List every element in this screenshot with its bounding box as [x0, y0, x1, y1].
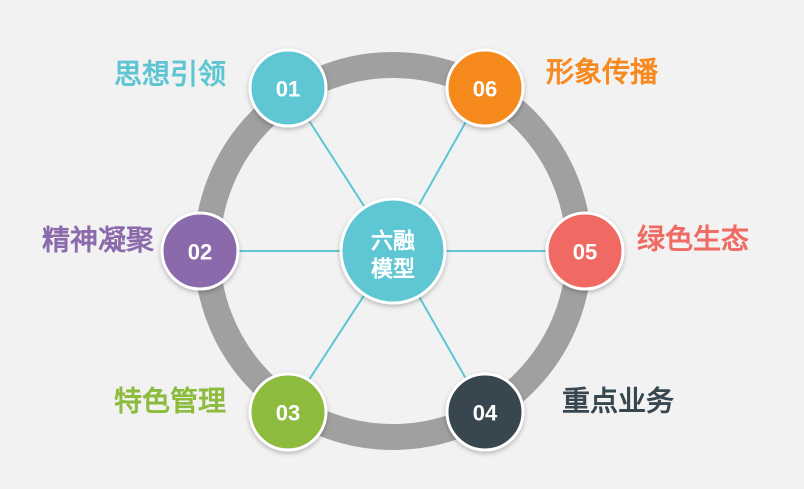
node-circle-04 [445, 372, 525, 452]
node-label-05: 绿色生态 [637, 223, 749, 256]
node-label-02: 精神凝聚 [42, 224, 155, 257]
node-circle-06 [445, 48, 525, 128]
node-number-05: 05 [573, 240, 597, 265]
node-circle-05 [545, 211, 625, 291]
center-hub: 六融 模型 [339, 197, 447, 305]
node-circle-03 [248, 372, 328, 452]
node-number-06: 06 [473, 77, 497, 102]
node-label-04: 重点业务 [562, 385, 674, 418]
node-number-01: 01 [276, 77, 300, 102]
node-circle-01 [248, 48, 328, 128]
node-04: 04 重点业务 [445, 372, 674, 452]
node-circle-02 [160, 211, 240, 291]
center-circle [339, 197, 447, 305]
node-02: 02 精神凝聚 [42, 211, 240, 291]
node-number-02: 02 [188, 240, 212, 265]
node-label-06: 形象传播 [546, 56, 659, 89]
node-03: 03 特色管理 [114, 372, 328, 452]
node-label-03: 特色管理 [114, 385, 226, 418]
node-01: 01 思想引领 [114, 48, 328, 128]
center-title-line2: 模型 [371, 258, 415, 283]
node-06: 06 形象传播 [445, 48, 659, 128]
node-05: 05 绿色生态 [545, 211, 749, 291]
node-number-04: 04 [473, 401, 498, 426]
node-number-03: 03 [276, 401, 300, 426]
center-title-line1: 六融 [371, 230, 415, 255]
node-label-01: 思想引领 [114, 58, 226, 91]
